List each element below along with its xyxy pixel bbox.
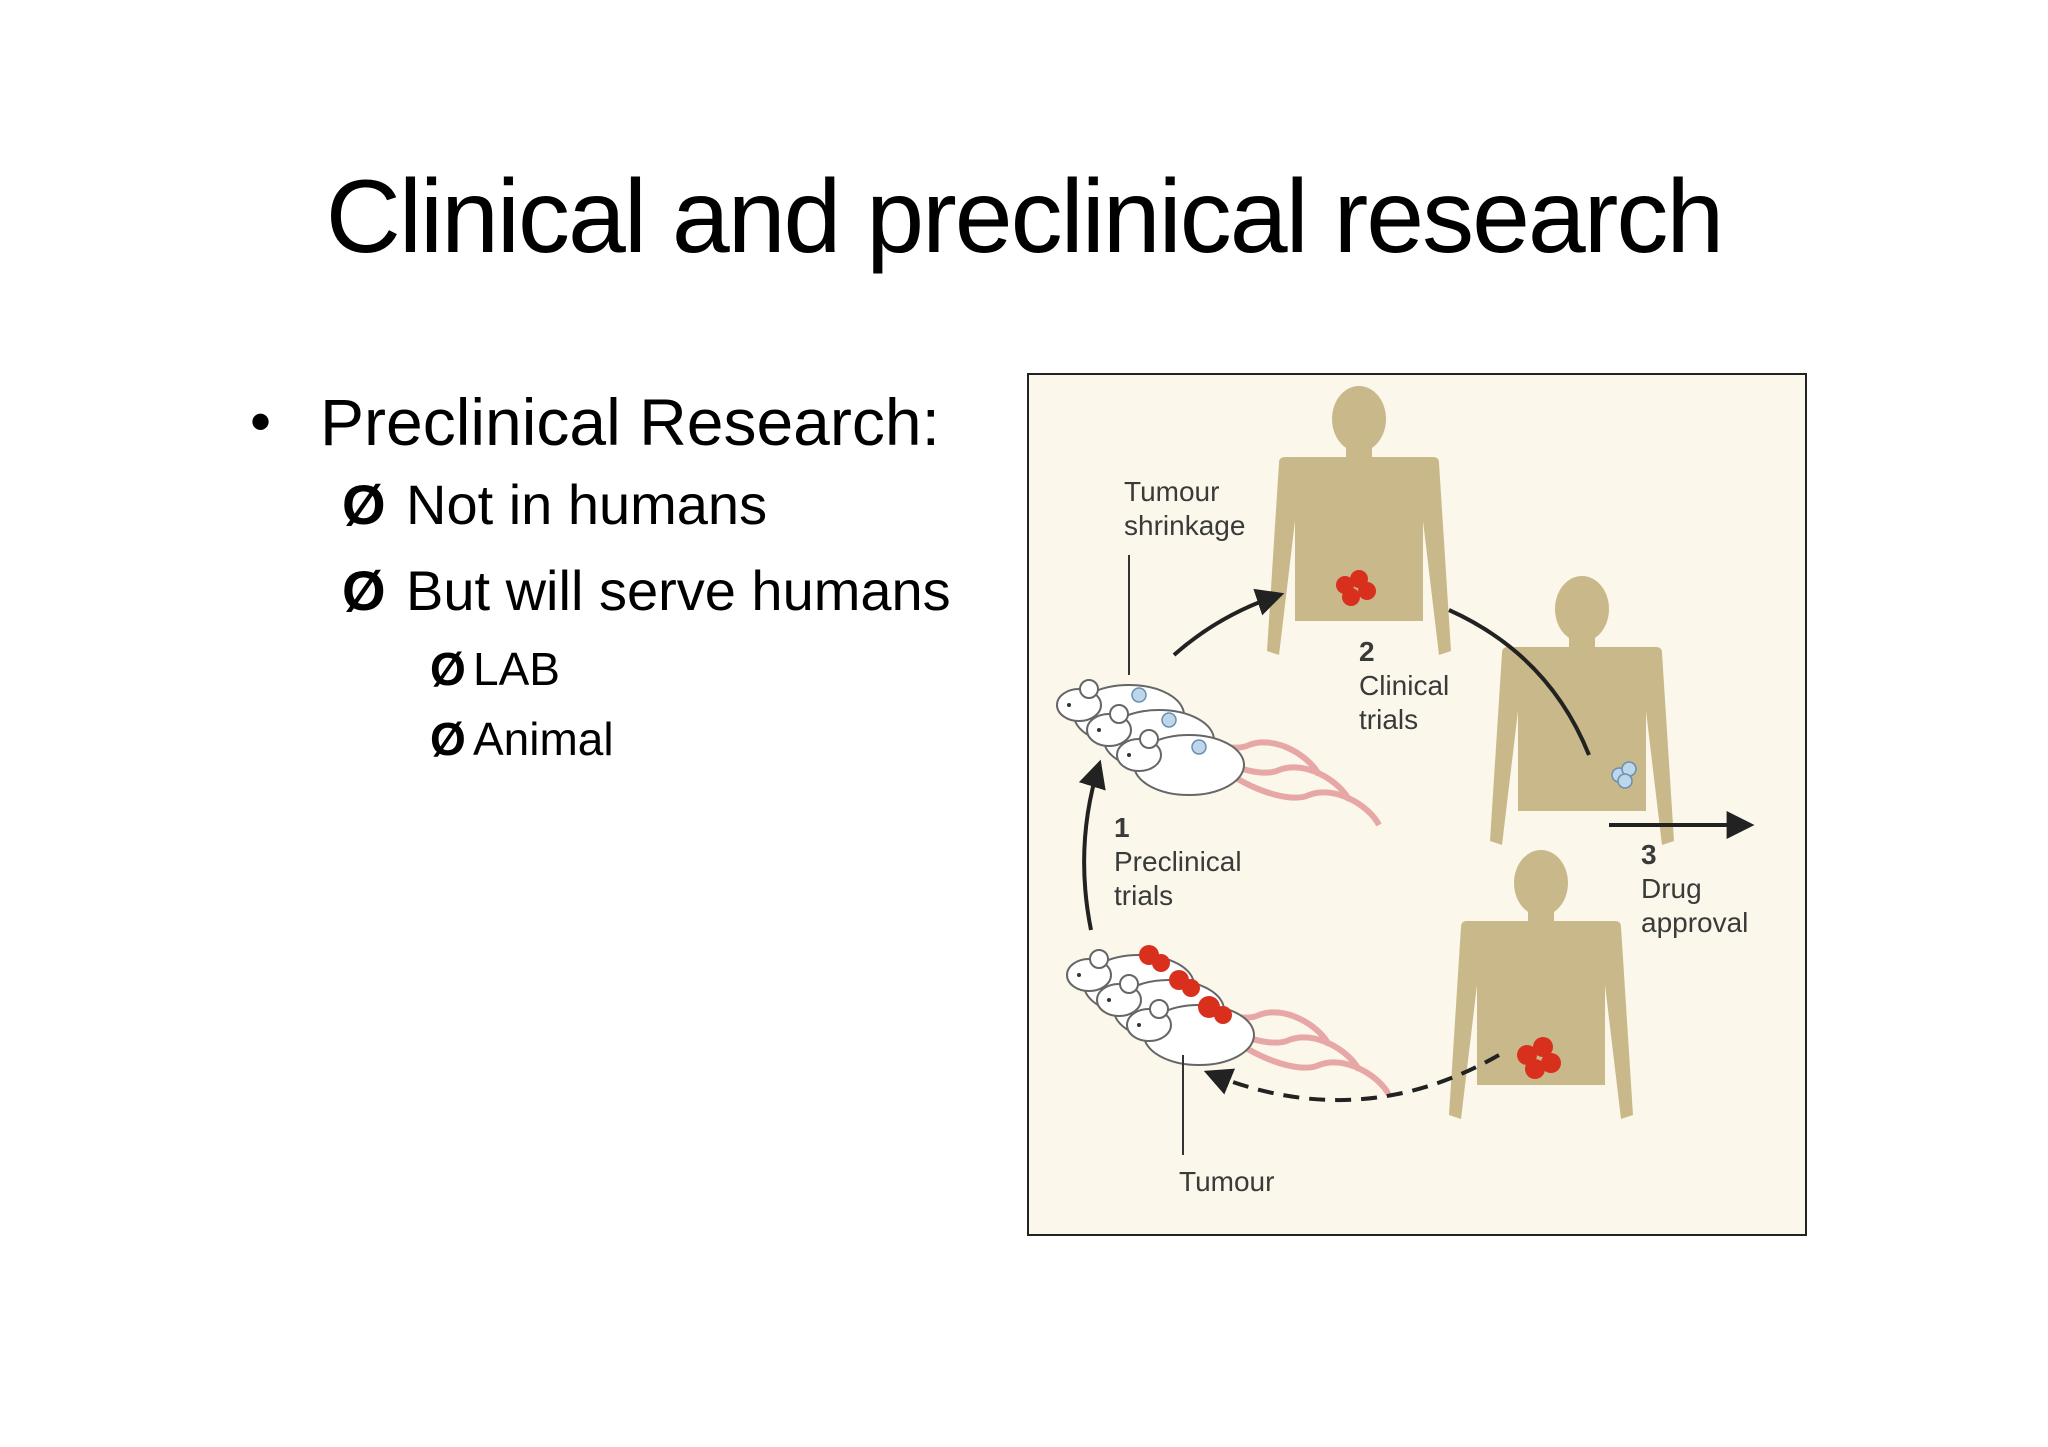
human-drug-approval — [1490, 576, 1674, 845]
sub-bullet-not-in-humans: Ø Not in humans — [250, 462, 951, 548]
step-1-text: Preclinical trials — [1114, 846, 1242, 911]
label-step-1: 1 Preclinical trials — [1114, 811, 1242, 913]
mice-with-tumour — [1067, 945, 1389, 1095]
arrow-bullet-icon: Ø — [342, 559, 386, 622]
label-tumour: Tumour — [1179, 1166, 1275, 1197]
label-tumour-shrinkage: Tumour shrinkage — [1124, 476, 1246, 541]
research-cycle-figure: Tumour shrinkage 2 Clinical trials 1 Pre… — [1027, 373, 1807, 1236]
step-3-number: 3 — [1641, 839, 1657, 870]
research-cycle-illustration — [1029, 386, 1755, 1155]
label-step-3: 3 Drug approval — [1641, 838, 1748, 940]
bullet-text: Preclinical Research: — [320, 385, 940, 459]
mice-treated — [1057, 680, 1379, 825]
tumour-shrunk-approval — [1611, 761, 1637, 789]
step-2-text: Clinical trials — [1359, 670, 1450, 735]
sub-sub-bullet-text: LAB — [473, 643, 560, 695]
sub-bullet-text: Not in humans — [406, 473, 768, 536]
tumour-red-patient — [1517, 1037, 1561, 1079]
arrow-bullet-icon: Ø — [430, 643, 466, 695]
human-silhouettes — [1267, 386, 1674, 1119]
step-3-text: Drug approval — [1641, 873, 1749, 938]
label-step-2: 2 Clinical trials — [1359, 635, 1449, 737]
bullet-item-preclinical: • Preclinical Research: — [250, 382, 951, 462]
slide-title: Clinical and preclinical research — [325, 159, 1724, 275]
step-1-number: 1 — [1114, 812, 1130, 843]
bullet-list: • Preclinical Research: Ø Not in humans … — [250, 382, 951, 774]
tumour-marks — [1336, 570, 1637, 1079]
sub-sub-bullet-animal: Ø Animal — [250, 704, 951, 774]
sub-bullet-serve-humans: Ø But will serve humans — [250, 548, 951, 634]
sub-sub-bullet-lab: Ø LAB — [250, 634, 951, 704]
arrow-bullet-icon: Ø — [342, 473, 386, 536]
tumour-red-clinical — [1336, 570, 1376, 606]
sub-sub-bullet-text: Animal — [473, 713, 614, 765]
step-2-number: 2 — [1359, 636, 1375, 667]
sub-bullet-text: But will serve humans — [406, 559, 951, 622]
cycle-arrows — [1078, 588, 1755, 1103]
human-patient-tumour — [1449, 850, 1633, 1119]
human-clinical-trials — [1267, 386, 1451, 655]
arrow-bullet-icon: Ø — [430, 713, 466, 765]
bullet-dot-icon: • — [250, 388, 272, 455]
